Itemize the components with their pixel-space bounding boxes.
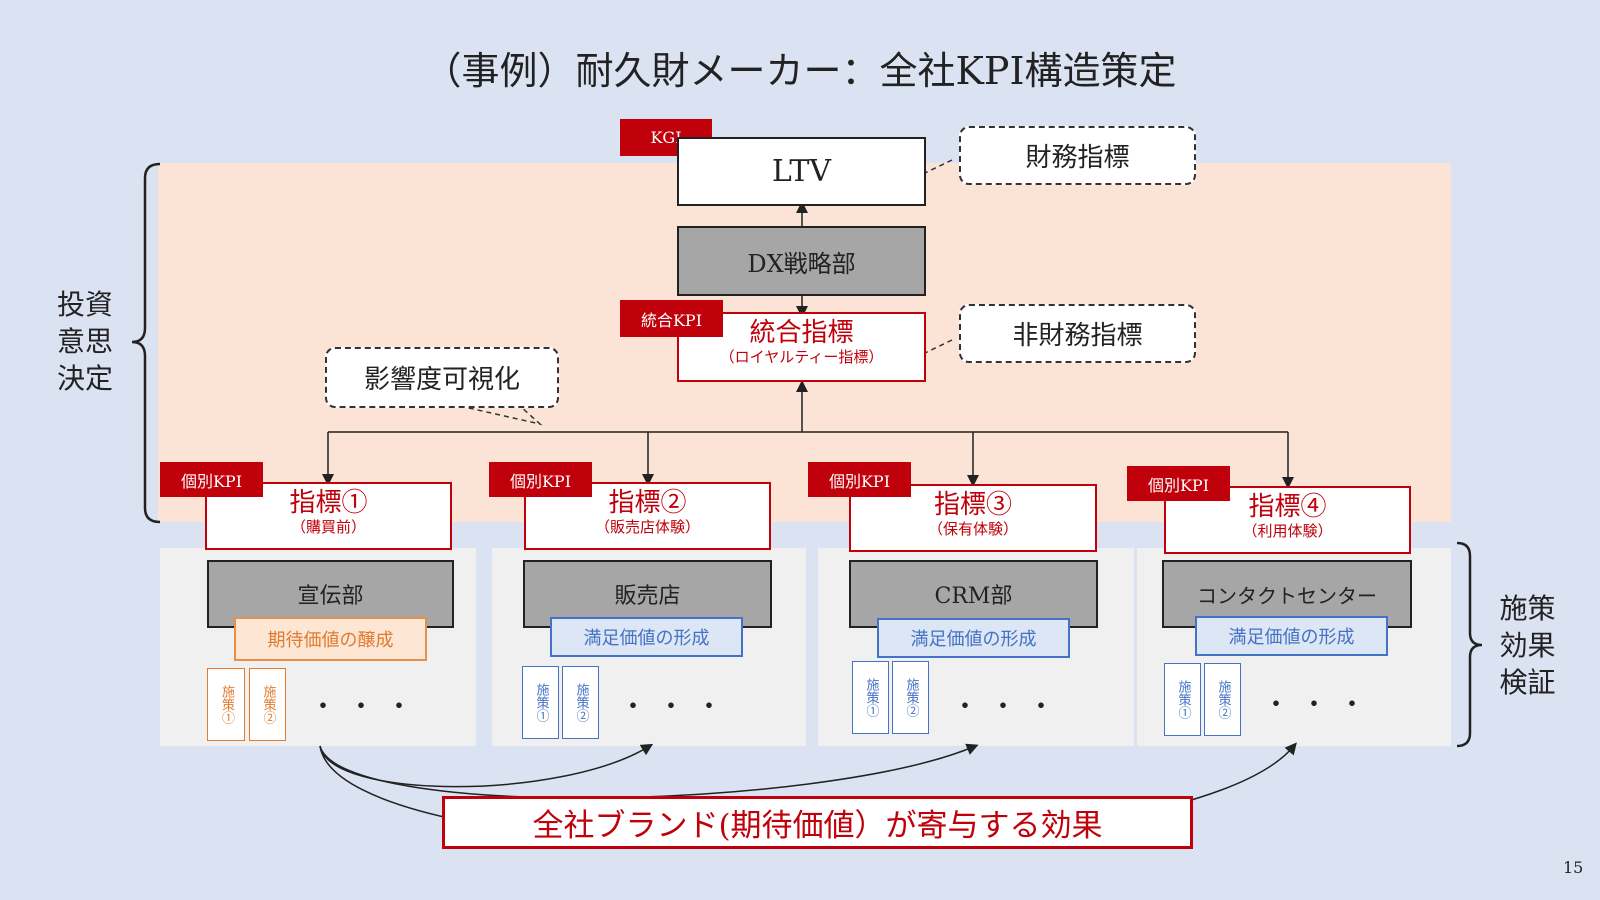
right-brace (1456, 541, 1483, 748)
measure-label: 施策① (863, 678, 879, 717)
value-box-satisfaction: 満足価値の形成 (550, 617, 743, 657)
measure-label: 施策② (260, 685, 276, 724)
integrated-kpi-label: 統合指標 (749, 318, 854, 348)
ltv-box: LTV (677, 137, 926, 206)
measure-2: 施策② (892, 661, 929, 734)
ellipsis: ・・・ (952, 692, 1067, 722)
left-brace (131, 162, 161, 524)
measure-label: 施策① (1175, 680, 1191, 719)
dept-box-crm: CRM部 (849, 560, 1098, 628)
page-title: （事例）耐久財メーカー：全社KPI構造策定 (423, 49, 1177, 93)
kpi-label: 指標① (289, 488, 368, 518)
kpi-sub: （利用体験） (1242, 522, 1333, 540)
individual-kpi-tag: 個別KPI (808, 462, 911, 497)
investment-decision-label: 投資 意思 決定 (56, 288, 113, 395)
financial-callout: 財務指標 (959, 126, 1196, 185)
dx-strategy-dept: DX戦略部 (677, 226, 926, 296)
page-number: 15 (1563, 858, 1584, 877)
integrated-kpi-sub: （ロイヤルティー指標） (719, 348, 884, 366)
impact-visualization-callout: 影響度可視化 (325, 347, 559, 408)
measure-2: 施策② (1204, 663, 1241, 736)
value-box-expectation: 期待価値の醸成 (234, 617, 427, 661)
ellipsis: ・・・ (310, 692, 425, 722)
measure-label: 施策② (573, 683, 589, 722)
kpi-sub: （保有体験） (927, 520, 1018, 538)
dept-box-advertising: 宣伝部 (207, 560, 454, 628)
kpi-label: 指標③ (933, 490, 1012, 520)
measure-effect-label: 施策 効果 検証 (1499, 592, 1556, 699)
measure-label: 施策① (219, 685, 234, 724)
value-box-satisfaction: 満足価値の形成 (877, 618, 1070, 658)
measure-label: 施策② (1215, 680, 1231, 719)
ellipsis: ・・・ (620, 692, 735, 722)
brand-effect-box: 全社ブランド(期待価値）が寄与する効果 (442, 796, 1193, 849)
integrated-kpi-tag: 統合KPI (620, 300, 723, 337)
kpi-sub: （購買前） (290, 518, 366, 536)
non-financial-callout: 非財務指標 (959, 304, 1196, 363)
value-box-satisfaction: 満足価値の形成 (1195, 616, 1388, 656)
measure-1: 施策① (1164, 663, 1201, 736)
measure-1: 施策① (522, 666, 559, 739)
measure-1: 施策① (207, 668, 245, 741)
individual-kpi-tag: 個別KPI (489, 462, 592, 497)
ellipsis: ・・・ (1263, 690, 1378, 720)
kpi-label: 指標④ (1248, 492, 1327, 522)
individual-kpi-tag: 個別KPI (1127, 466, 1230, 501)
individual-kpi-tag: 個別KPI (160, 462, 263, 497)
measure-label: 施策② (903, 678, 919, 717)
kpi-sub: （販売店体験） (594, 518, 700, 536)
measure-1: 施策① (852, 661, 889, 734)
kpi-label: 指標② (608, 488, 687, 518)
measure-label: 施策① (533, 683, 549, 722)
measure-2: 施策② (562, 666, 599, 739)
measure-2: 施策② (249, 668, 286, 741)
